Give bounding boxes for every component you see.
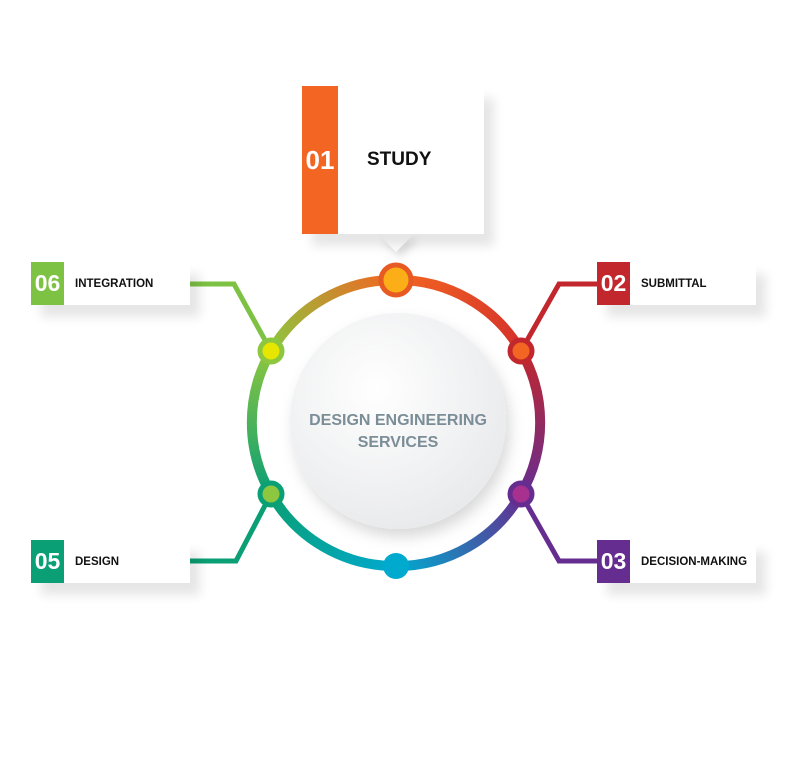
connector-03	[518, 492, 597, 564]
step-card-decision-making: 03 DECISION-MAKING	[597, 540, 756, 583]
connector-02	[518, 281, 597, 353]
step-number: 01	[302, 86, 338, 234]
step-label: STUDY	[367, 149, 432, 170]
node-04	[383, 553, 409, 579]
ring-arc	[395, 491, 526, 572]
center-title: DESIGN ENGINEERING SERVICES	[309, 412, 487, 451]
ring-arc	[266, 491, 397, 572]
step-card-submittal: 02 SUBMITTAL	[597, 262, 756, 305]
connector-06	[190, 281, 274, 353]
center-circle	[290, 313, 506, 529]
step-label: INTEGRATION	[75, 277, 154, 290]
step-number: 05	[31, 540, 64, 583]
step-number: 03	[597, 540, 630, 583]
connector-05	[190, 492, 274, 564]
ring-arc	[266, 274, 397, 354]
study-pointer	[378, 234, 414, 252]
node-03	[507, 480, 535, 508]
step-number: 02	[597, 262, 630, 305]
node-06	[257, 337, 285, 365]
ring-arc	[516, 348, 546, 497]
step-label: SUBMITTAL	[641, 277, 707, 290]
ring-arc	[395, 274, 526, 354]
ring-arc	[246, 348, 276, 497]
step-card-study: 01 STUDY	[302, 86, 484, 234]
node-01	[378, 262, 414, 298]
step-card-design: 05 DESIGN	[31, 540, 190, 583]
step-label: DECISION-MAKING	[641, 555, 748, 568]
node-02	[507, 337, 535, 365]
step-card-integration: 06 INTEGRATION	[31, 262, 190, 305]
node-05	[257, 480, 285, 508]
step-number: 06	[31, 262, 64, 305]
step-label: DESIGN	[75, 555, 120, 568]
